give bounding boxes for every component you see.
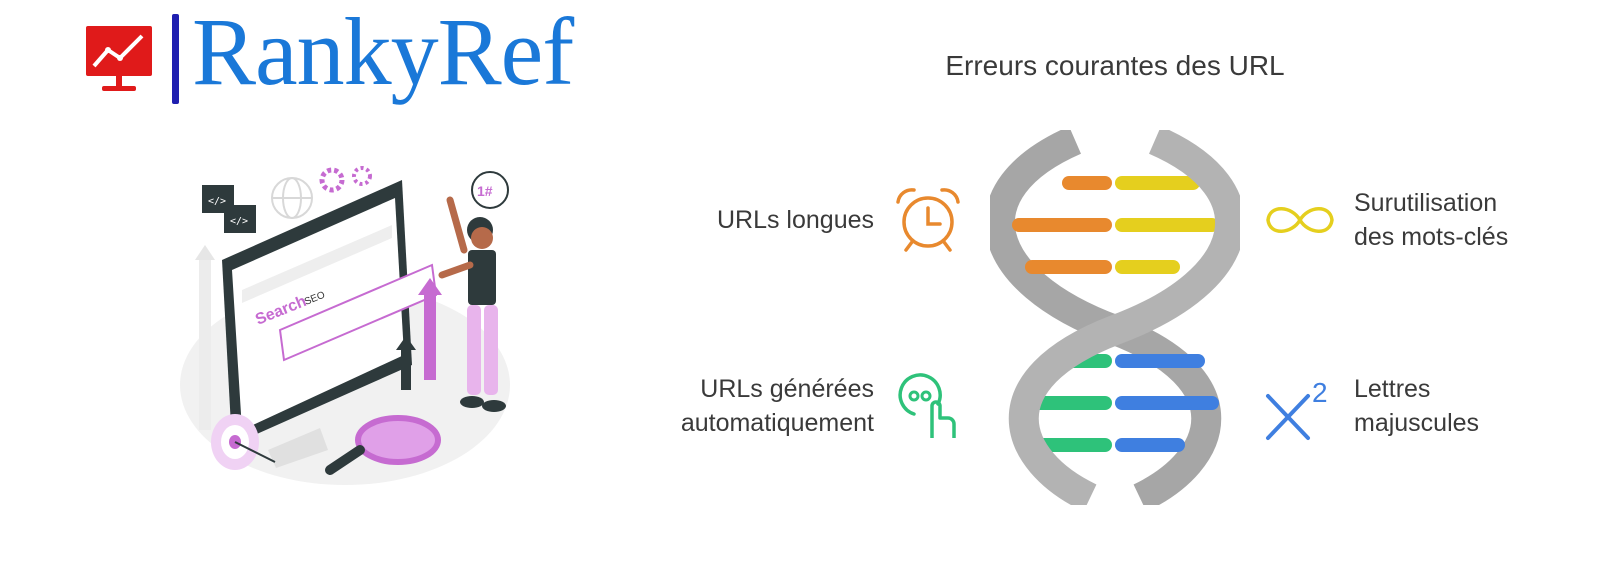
- svg-text:</>: </>: [208, 196, 226, 207]
- svg-text:</>: </>: [230, 216, 248, 227]
- seo-illustration: </> </> Search SEO: [180, 166, 510, 485]
- svg-text:2: 2: [1312, 377, 1328, 408]
- rank-badge: 1#: [477, 183, 493, 199]
- robot-hand-icon: [898, 373, 956, 438]
- item-auto-generated-label: URLs générées automatiquement: [640, 372, 874, 440]
- item-label-line: majuscules: [1354, 409, 1480, 437]
- item-label-line: des mots-clés: [1354, 223, 1509, 251]
- infinity-icon: [1266, 207, 1334, 233]
- superscript-icon: 2: [1266, 377, 1328, 440]
- dna-helix: [990, 130, 1240, 505]
- item-label-line: Lettres: [1354, 375, 1431, 403]
- item-label-line: automatiquement: [680, 409, 874, 437]
- logo-divider: [172, 14, 179, 104]
- item-label-line: URLs longues: [716, 206, 874, 234]
- diagram-title: Erreurs courantes des URL: [945, 50, 1285, 81]
- item-label-line: URLs générées: [700, 375, 874, 403]
- brand-name: RankyRef: [192, 0, 574, 105]
- item-long-urls-label: URLs longues: [640, 203, 874, 237]
- item-uppercase-label: Lettres majuscules: [1354, 372, 1479, 440]
- chart-monitor-icon: [86, 26, 152, 91]
- alarm-clock-icon: [896, 188, 960, 252]
- item-label-line: Surutilisation: [1354, 189, 1498, 217]
- item-keyword-overuse-label: Surutilisation des mots-clés: [1354, 186, 1508, 254]
